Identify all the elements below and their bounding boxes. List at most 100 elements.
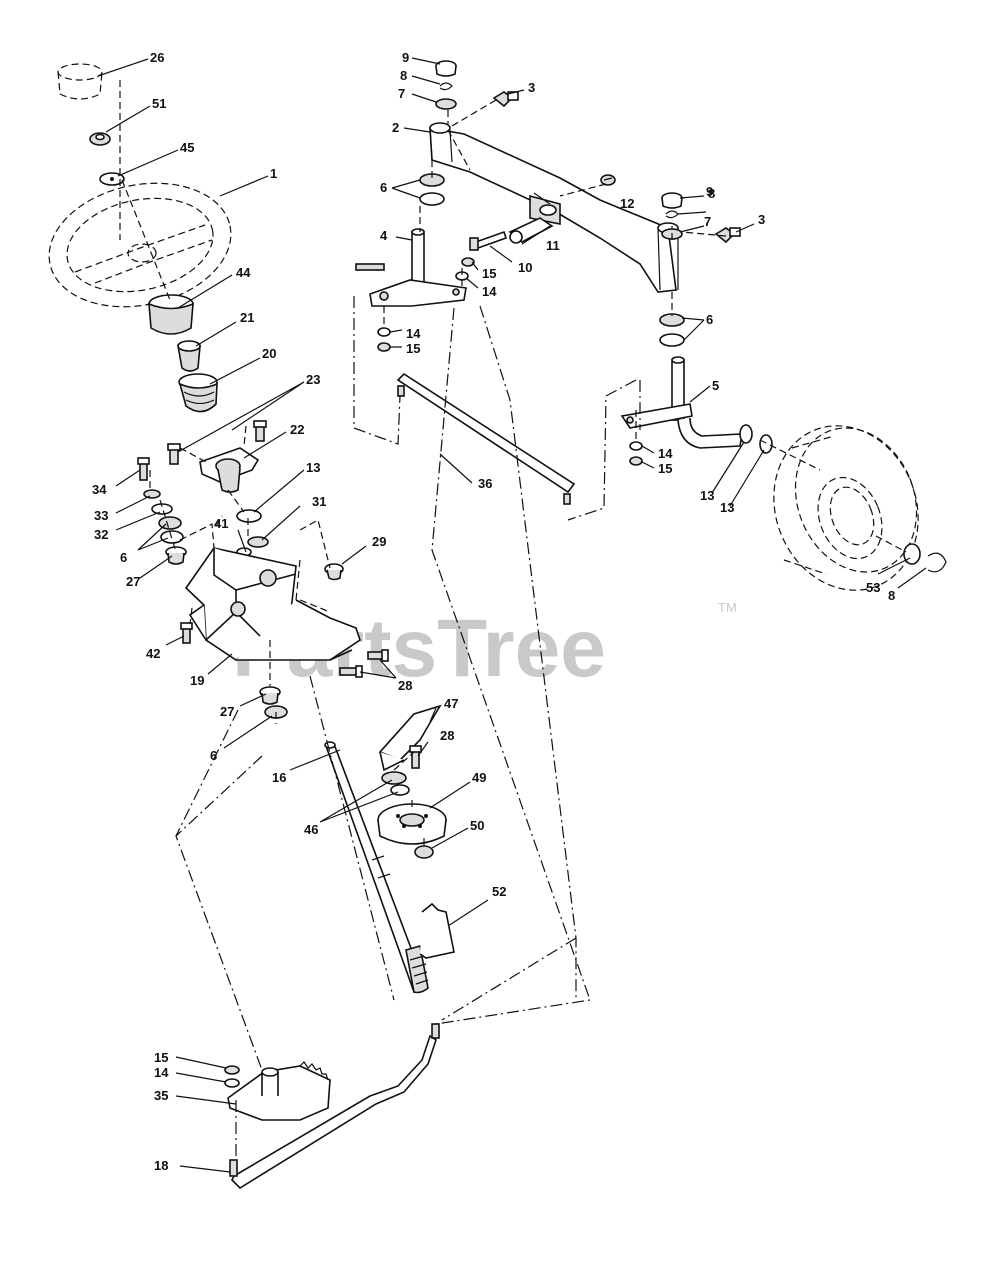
callout-labels: 26 51 45 1 44 21 20 23 22 34 33 32 6 27 … — [92, 50, 895, 1173]
callout-29: 29 — [372, 534, 386, 549]
bolt-42 — [180, 622, 193, 644]
callout-14-upper: 14 — [482, 284, 497, 299]
sector-gear-35 — [227, 1061, 331, 1121]
callout-52: 52 — [492, 884, 506, 899]
callout-44: 44 — [236, 265, 251, 280]
callout-13-left: 13 — [306, 460, 320, 475]
callout-14-right: 14 — [658, 446, 673, 461]
leader-lines — [97, 57, 927, 1173]
axle-cap-9-right — [661, 192, 683, 209]
lock-washer-33 — [143, 489, 161, 499]
callout-15-sector: 15 — [154, 1050, 168, 1065]
nut-15-left — [377, 342, 391, 352]
callout-6-axle-left: 6 — [380, 180, 387, 195]
bolt-34 — [137, 457, 150, 481]
bolts-28-bracket — [339, 649, 389, 678]
callout-50: 50 — [470, 818, 484, 833]
washer-31 — [247, 536, 269, 548]
callout-6-left: 6 — [120, 550, 127, 565]
callout-35: 35 — [154, 1088, 168, 1103]
callout-33: 33 — [94, 508, 108, 523]
steering-shaft-16 — [324, 741, 429, 994]
callout-8-left: 8 — [400, 68, 407, 83]
washer-7-left — [435, 98, 457, 110]
callout-21: 21 — [240, 310, 254, 325]
callout-5: 5 — [712, 378, 719, 393]
front-tire — [773, 425, 919, 591]
callout-2: 2 — [392, 120, 399, 135]
callout-1: 1 — [270, 166, 277, 181]
callout-16: 16 — [272, 770, 286, 785]
drag-link-18 — [229, 1023, 440, 1190]
callout-49: 49 — [472, 770, 486, 785]
belt-keeper-52 — [419, 902, 455, 959]
steering-wheel-cap — [57, 63, 103, 100]
nut-15-upper — [461, 257, 475, 267]
bushing-21 — [176, 340, 201, 372]
callout-6-lower: 6 — [210, 748, 217, 763]
callout-14-sector: 14 — [154, 1065, 169, 1080]
screws-23 — [167, 420, 267, 465]
nut-12 — [600, 174, 616, 186]
callout-41: 41 — [214, 516, 228, 531]
callout-32: 32 — [94, 527, 108, 542]
bolt-28-idler — [409, 745, 422, 769]
callout-11: 11 — [546, 238, 560, 253]
callout-14-left: 14 — [406, 326, 421, 341]
callout-13-right-a: 13 — [700, 488, 714, 503]
steering-support-22 — [199, 447, 260, 493]
bolt-10 — [469, 230, 508, 251]
callout-42: 42 — [146, 646, 160, 661]
callout-34: 34 — [92, 482, 107, 497]
callout-8-right: 8 — [708, 186, 715, 201]
bearings-6-upper-left — [158, 516, 184, 544]
washer-14-right — [629, 441, 643, 451]
bearings-6-axle-left — [419, 173, 445, 206]
callout-12: 12 — [620, 196, 634, 211]
idler-bracket-47 — [378, 704, 442, 772]
boot-20 — [178, 373, 218, 413]
bushing-27-upper — [165, 546, 187, 565]
washer-53 — [903, 543, 921, 565]
callout-36: 36 — [478, 476, 492, 491]
washer-13-right-a — [739, 424, 753, 444]
retainer-8-left — [439, 82, 453, 91]
washer-14-left — [377, 327, 391, 337]
callout-15-upper: 15 — [482, 266, 496, 281]
callout-31: 31 — [312, 494, 326, 509]
nut-15-right — [629, 456, 643, 466]
callout-51: 51 — [152, 96, 166, 111]
retainer-8-wheel — [927, 552, 947, 573]
bearings-6-axle-right — [659, 313, 685, 347]
callout-19: 19 — [190, 673, 204, 688]
retainer-8-right — [665, 210, 679, 219]
callout-9-left: 9 — [402, 50, 409, 65]
callout-3-left: 3 — [528, 80, 535, 95]
callout-15-left: 15 — [406, 341, 420, 356]
spacer-11 — [508, 217, 554, 244]
steering-bracket-19 — [184, 547, 361, 661]
callout-22: 22 — [290, 422, 304, 437]
callout-9-right: 9 — [706, 184, 713, 199]
washer-32 — [151, 503, 173, 515]
callout-47: 47 — [444, 696, 458, 711]
grease-fitting-3-left — [492, 91, 519, 108]
callout-6-axle-right: 6 — [706, 312, 713, 327]
callout-23: 23 — [306, 372, 320, 387]
callout-3-right: 3 — [758, 212, 765, 227]
callout-8-wheel: 8 — [888, 588, 895, 603]
callout-45: 45 — [180, 140, 194, 155]
bushing-29 — [324, 563, 344, 581]
hex-nut-50 — [414, 845, 434, 859]
callout-27-lower: 27 — [220, 704, 234, 719]
callout-46: 46 — [304, 822, 318, 837]
callout-28-bracket: 28 — [398, 678, 412, 693]
spindle-5-right — [620, 356, 743, 449]
washer-13-left — [236, 509, 262, 523]
callout-7-right: 7 — [704, 214, 711, 229]
callout-28-idler: 28 — [440, 728, 454, 743]
callout-15-right: 15 — [658, 461, 672, 476]
washer-13-right-b — [759, 434, 773, 454]
callout-27-upper: 27 — [126, 574, 140, 589]
callout-4: 4 — [380, 228, 388, 243]
